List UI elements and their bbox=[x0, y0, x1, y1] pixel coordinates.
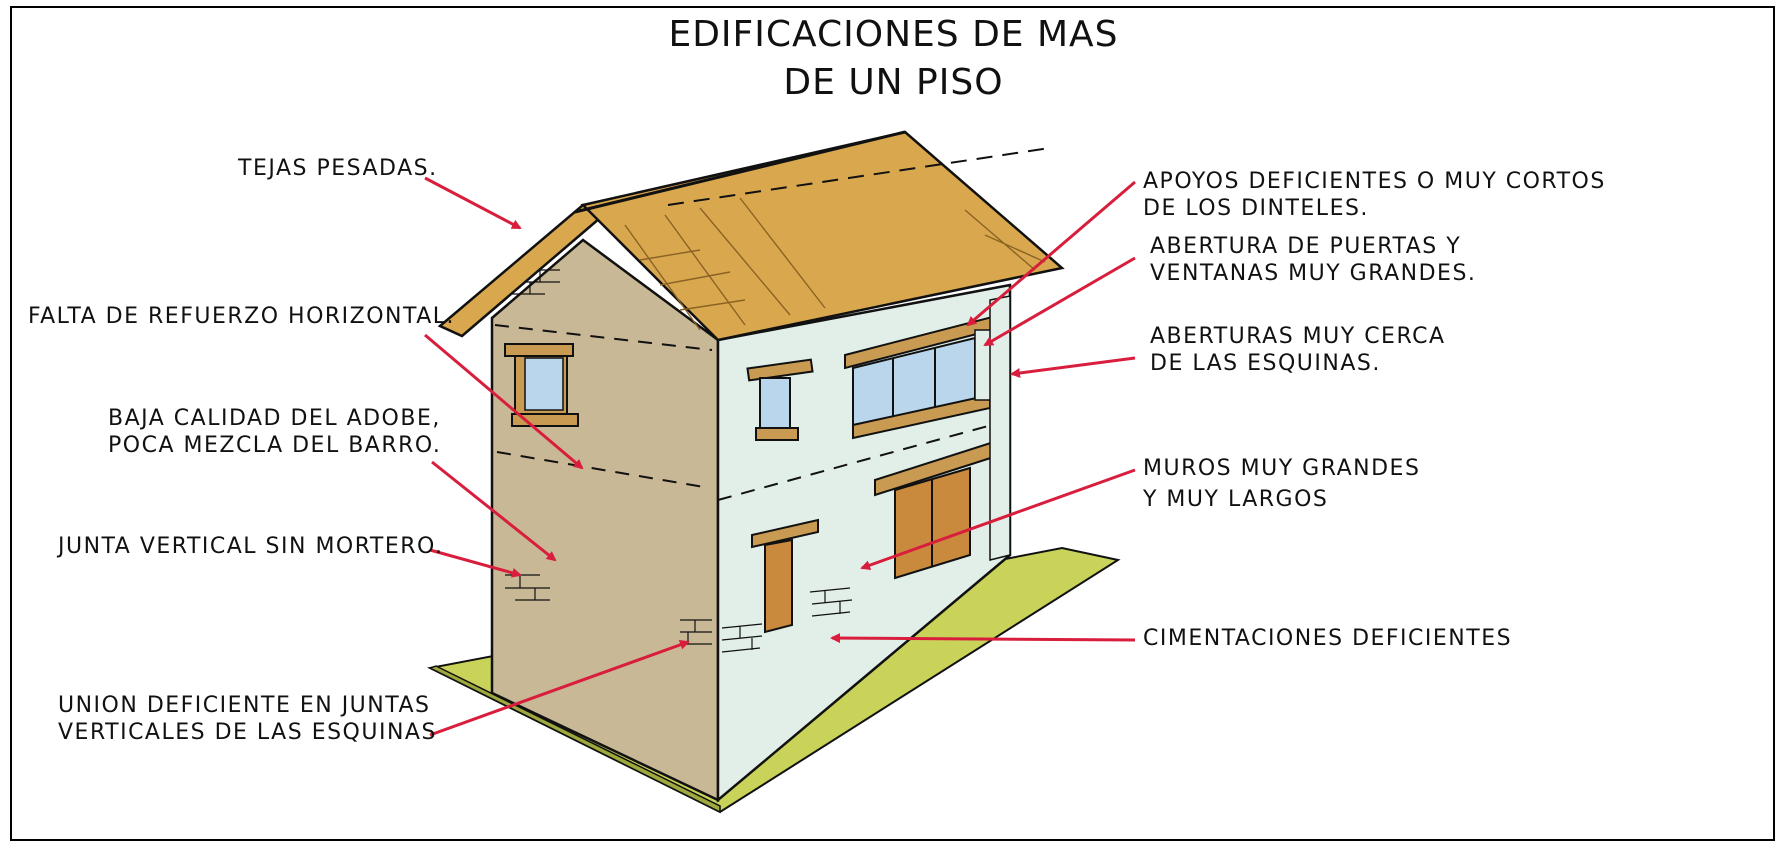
title-line-2: DE UN PISO bbox=[783, 62, 1004, 103]
label-muros-line-2: Y MUY LARGOS bbox=[1143, 487, 1329, 512]
label-apoyos-line-2: DE LOS DINTELES. bbox=[1143, 196, 1369, 221]
label-esquinas-line-1: ABERTURAS MUY CERCA bbox=[1150, 324, 1446, 349]
arrow-muros bbox=[860, 468, 1136, 571]
label-apoyos-line-1: APOYOS DEFICIENTES O MUY CORTOS bbox=[1143, 169, 1606, 194]
title-line-1: EDIFICACIONES DE MAS bbox=[668, 14, 1119, 55]
arrow-apoyos bbox=[966, 180, 1136, 327]
arrow-esquinas bbox=[1010, 356, 1136, 378]
label-adobe-line-1: BAJA CALIDAD DEL ADOBE, bbox=[108, 406, 441, 431]
arrow-cimentacion bbox=[830, 633, 1136, 644]
roof bbox=[437, 130, 1065, 342]
arrow-tejas bbox=[424, 176, 522, 230]
label-tejas: TEJAS PESADAS. bbox=[238, 156, 438, 181]
label-abertura-line-1: ABERTURA DE PUERTAS Y bbox=[1150, 234, 1462, 259]
arrow-junta bbox=[429, 548, 522, 578]
arrow-refuerzo bbox=[424, 333, 584, 470]
label-esquinas-line-2: DE LAS ESQUINAS. bbox=[1150, 351, 1381, 376]
label-muros-line-1: MUROS MUY GRANDES bbox=[1143, 456, 1421, 481]
label-cimentacion: CIMENTACIONES DEFICIENTES bbox=[1143, 626, 1513, 651]
arrow-adobe bbox=[431, 460, 557, 562]
label-adobe-line-2: POCA MEZCLA DEL BARRO. bbox=[108, 433, 442, 458]
label-union-line-1: UNION DEFICIENTE EN JUNTAS bbox=[58, 693, 431, 718]
arrow-union bbox=[429, 640, 690, 737]
label-refuerzo: FALTA DE REFUERZO HORIZONTAL. bbox=[28, 304, 456, 329]
front-wall bbox=[716, 283, 1012, 803]
arrow-abertura bbox=[983, 256, 1136, 347]
label-abertura-line-2: VENTANAS MUY GRANDES. bbox=[1150, 261, 1477, 286]
callout-arrows bbox=[424, 176, 1136, 737]
label-union-line-2: VERTICALES DE LAS ESQUINAS bbox=[58, 720, 437, 745]
label-junta: JUNTA VERTICAL SIN MORTERO. bbox=[58, 534, 444, 559]
